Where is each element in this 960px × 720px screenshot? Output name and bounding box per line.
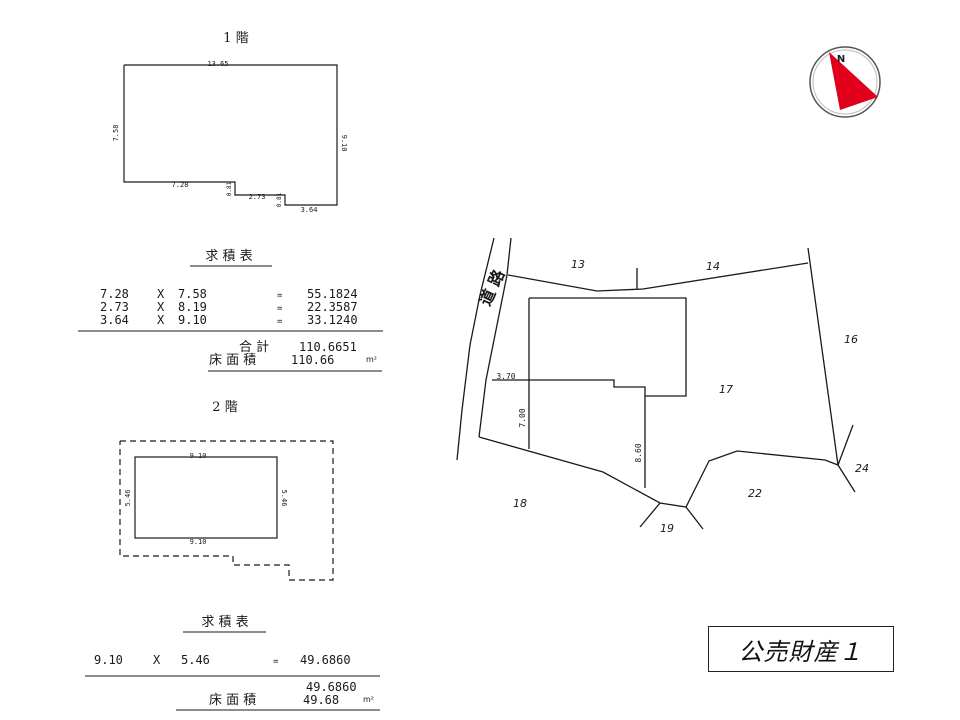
cell-b: 7.58 bbox=[178, 287, 207, 301]
lot-13-label: 13 bbox=[571, 258, 585, 271]
floor1-row-3: 3.64 X 9.10 = 33.1240 bbox=[100, 313, 358, 327]
cell-eq: = bbox=[277, 304, 283, 314]
floor2-floor-area-label: 床 面 積 bbox=[209, 693, 256, 708]
floor2-dashed-outline bbox=[119, 440, 334, 581]
lot-22-label: 22 bbox=[748, 487, 762, 500]
cell-a: 2.73 bbox=[100, 300, 129, 314]
cell-result: 33.1240 bbox=[307, 313, 358, 327]
lot-divider-18-19 bbox=[639, 502, 661, 528]
floor2-floor-area-value: 49.68 bbox=[303, 693, 339, 707]
lot-14-label: 14 bbox=[706, 260, 720, 273]
road-right-edge bbox=[478, 237, 512, 438]
cell-result: 22.3587 bbox=[307, 300, 358, 314]
building-footprint bbox=[528, 297, 687, 397]
floor2-dim-right: 5.46 bbox=[280, 490, 288, 507]
floor1-dim-bottom-left: 7.28 bbox=[172, 181, 189, 189]
lot-18-label: 18 bbox=[513, 497, 527, 510]
floor2-unit: m² bbox=[363, 695, 374, 704]
cell-op: X bbox=[157, 313, 165, 327]
floor1-row-1: 7.28 X 7.58 = 55.1824 bbox=[100, 287, 358, 301]
road-left-edge bbox=[456, 237, 495, 461]
floor2-outline bbox=[134, 456, 278, 539]
cell-b: 8.19 bbox=[178, 300, 207, 314]
floor2-row-1: 9.10 X 5.46 = 49.6860 bbox=[94, 653, 351, 667]
lot-17-label: 17 bbox=[719, 383, 733, 396]
cell-b: 9.10 bbox=[178, 313, 207, 327]
cell-eq: = bbox=[277, 317, 283, 327]
floor2-table-title: 求 積 表 bbox=[201, 615, 248, 630]
cell-result: 55.1824 bbox=[307, 287, 358, 301]
compass-needle bbox=[829, 52, 878, 110]
site-right-boundary bbox=[807, 247, 839, 466]
floor2-label: 2 階 bbox=[212, 400, 237, 415]
floor2-dim-left: 5.46 bbox=[124, 490, 132, 507]
floor2-section: 2 階 9.10 5.46 5.46 9.10 求 積 表 9.10 X 5.4… bbox=[85, 400, 380, 711]
floor2-total-value: 49.6860 bbox=[306, 680, 357, 694]
floor1-dim-bottom-right: 3.64 bbox=[301, 206, 318, 214]
cell-a: 7.28 bbox=[100, 287, 129, 301]
site-dim-right-depth: 8.60 bbox=[634, 443, 643, 462]
lot-divider-19-22 bbox=[685, 506, 704, 530]
floor1-table-title: 求 積 表 bbox=[205, 249, 252, 264]
floor1-dim-step-b: 0.81 bbox=[276, 192, 283, 207]
cell-a: 3.64 bbox=[100, 313, 129, 327]
lot-divider-24 bbox=[837, 424, 856, 493]
site-top-boundary bbox=[507, 262, 809, 292]
floor1-section: 1 階 13.65 7.58 9.10 7.28 0.81 2.73 0.81 … bbox=[78, 31, 383, 372]
floor1-dim-top: 13.65 bbox=[207, 60, 228, 68]
lot-19-label: 19 bbox=[660, 522, 674, 535]
floor1-dim-bottom-mid: 2.73 bbox=[249, 193, 266, 201]
compass-icon: N bbox=[809, 46, 881, 118]
floor2-dim-bottom: 9.10 bbox=[190, 538, 207, 546]
title-box: 公売財産１ bbox=[708, 626, 894, 672]
floor1-unit: m² bbox=[366, 355, 377, 364]
site-dim-frontage: 3.70 bbox=[496, 372, 515, 381]
floor1-label: 1 階 bbox=[223, 31, 248, 46]
cell-eq: = bbox=[273, 657, 279, 667]
cell-op: X bbox=[157, 300, 165, 314]
site-bottom-boundary bbox=[478, 436, 839, 508]
floor1-floor-area-label: 床 面 積 bbox=[209, 353, 256, 368]
floor1-total-label: 合 計 bbox=[239, 339, 269, 355]
floor2-dim-top: 9.10 bbox=[190, 452, 207, 460]
cell-eq: = bbox=[277, 291, 283, 301]
floor1-floor-area-value: 110.66 bbox=[291, 353, 334, 367]
cell-result: 49.6860 bbox=[300, 653, 351, 667]
floor1-dim-step-a: 0.81 bbox=[226, 181, 233, 196]
cell-b: 5.46 bbox=[181, 653, 210, 667]
floor1-outline bbox=[123, 64, 338, 206]
floor1-total-value: 110.6651 bbox=[299, 340, 357, 354]
compass-north-letter: N bbox=[837, 54, 845, 65]
floor1-dim-right: 9.10 bbox=[340, 135, 348, 152]
document-title: 公売財産１ bbox=[738, 637, 864, 666]
site-plan bbox=[456, 237, 856, 530]
cell-op: X bbox=[153, 653, 161, 667]
cell-a: 9.10 bbox=[94, 653, 123, 667]
site-dim-left-depth: 7.00 bbox=[518, 408, 527, 427]
lot-16-label: 16 bbox=[844, 333, 858, 346]
cell-op: X bbox=[157, 287, 165, 301]
floor1-dim-left: 7.58 bbox=[112, 125, 120, 142]
floor1-row-2: 2.73 X 8.19 = 22.3587 bbox=[100, 300, 358, 314]
lot-24-label: 24 bbox=[855, 462, 869, 475]
